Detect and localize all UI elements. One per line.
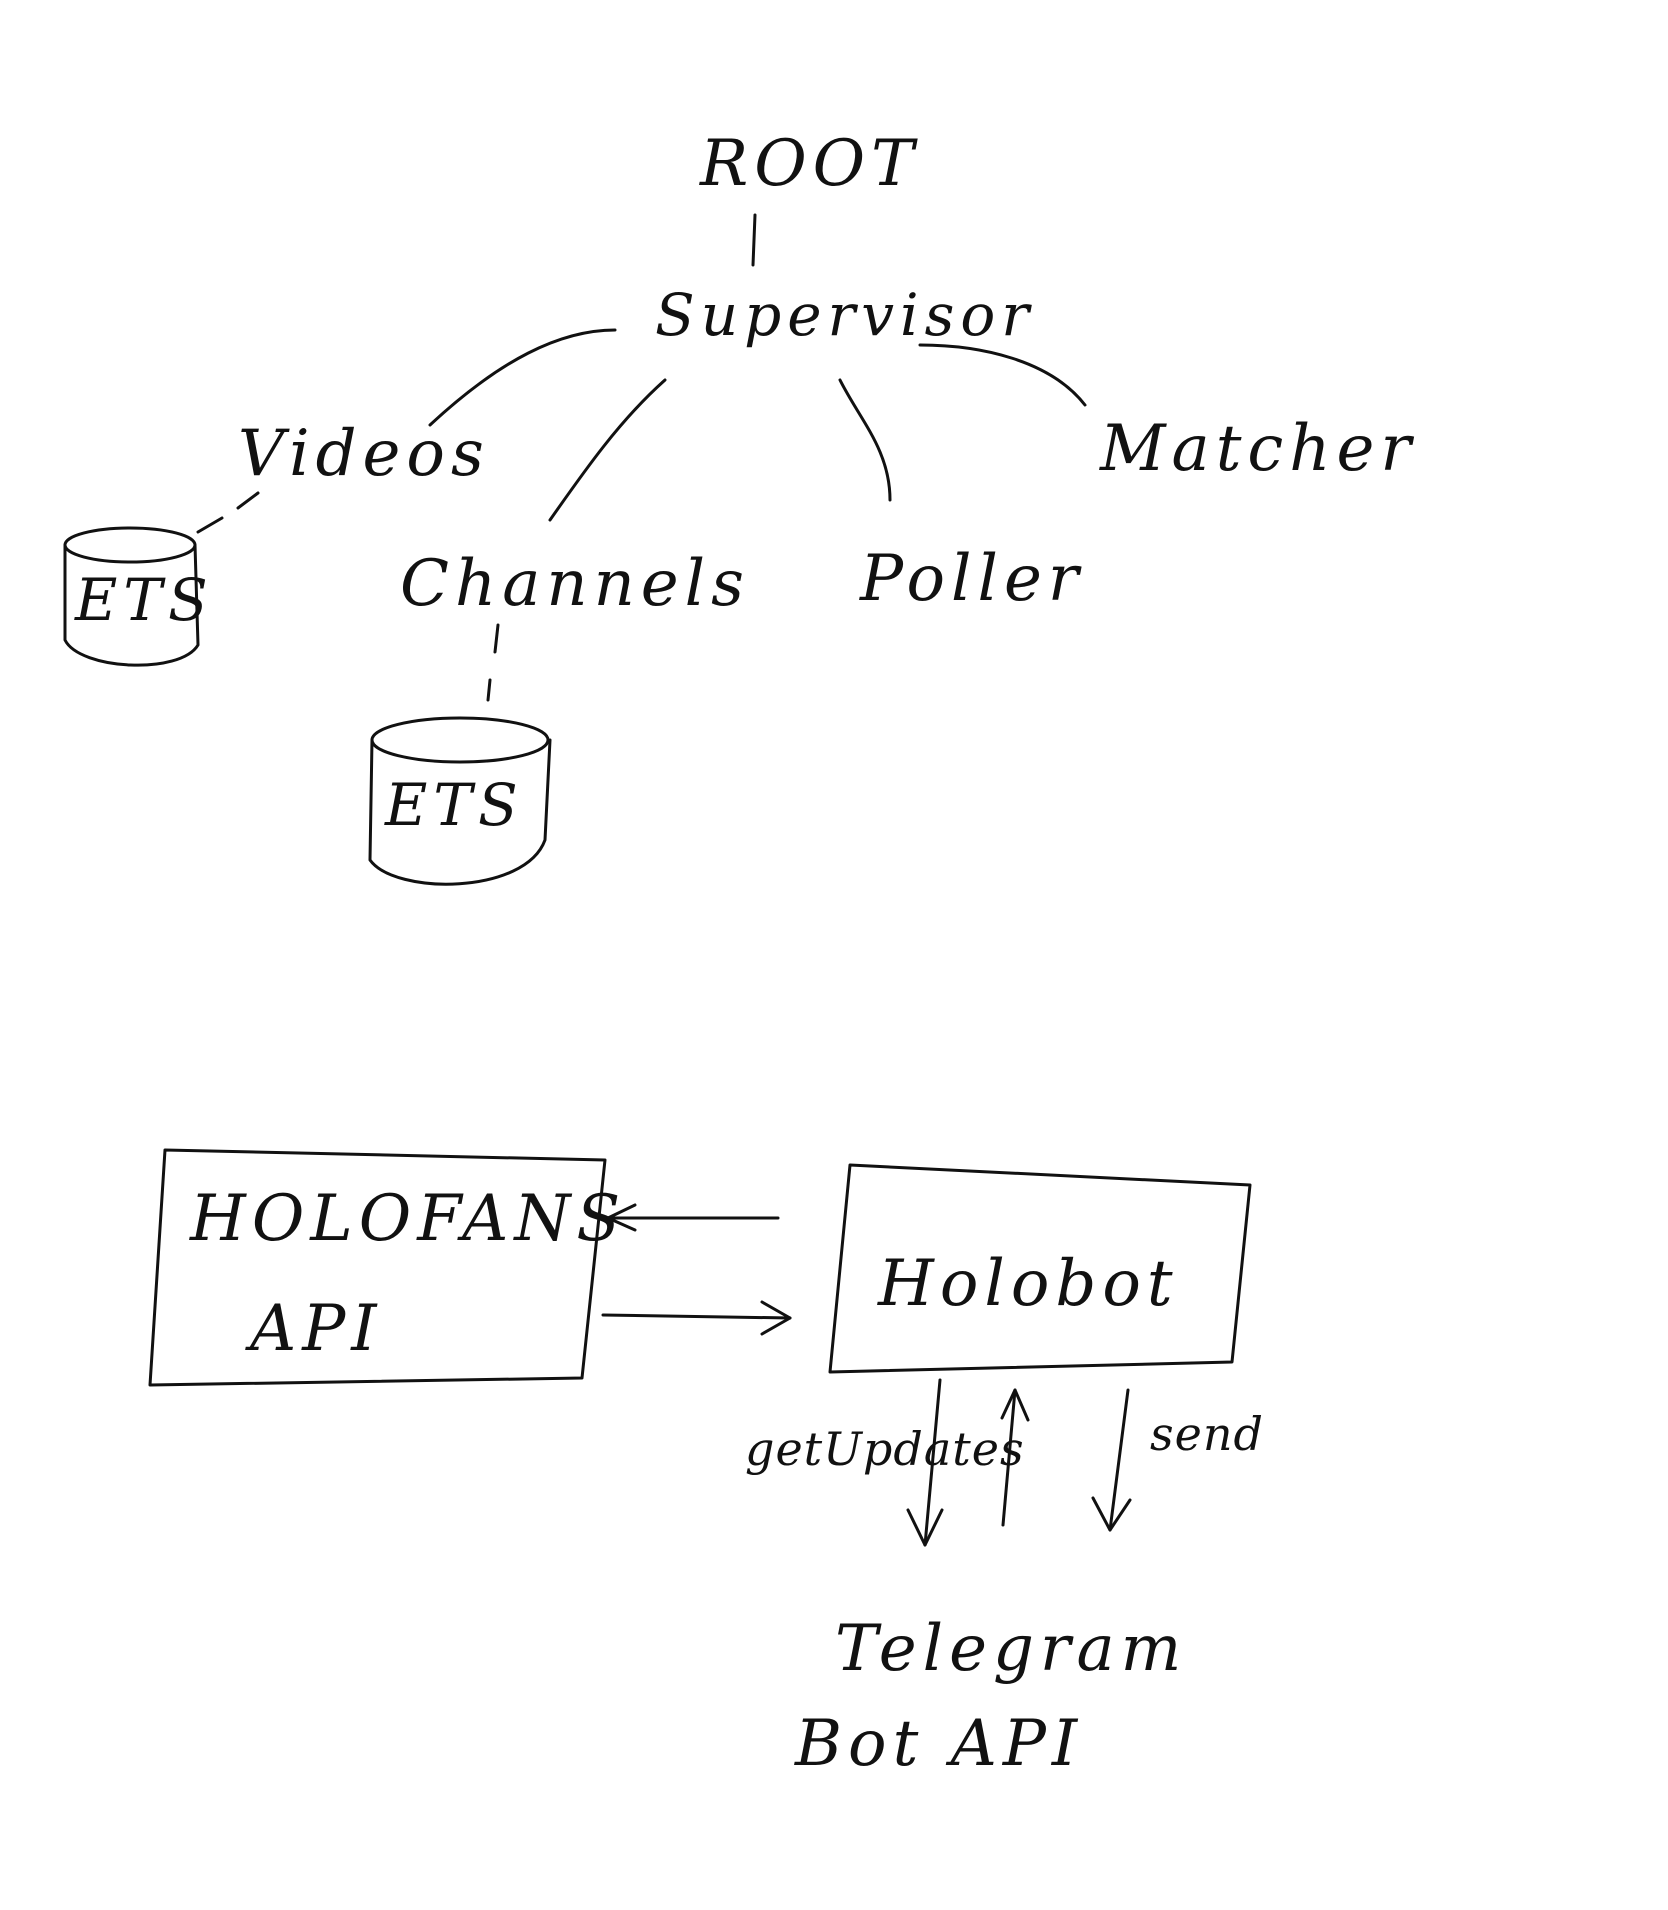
holobot-box: Holobot xyxy=(828,1163,1252,1374)
edge-supervisor-videos xyxy=(428,328,617,427)
holofans-label-line1: HOLOFANS xyxy=(189,1182,626,1256)
arrow-holofans-to-holobot-head xyxy=(760,1300,792,1336)
channels-node: Channels xyxy=(400,547,750,621)
arrow-holofans-to-holobot xyxy=(601,1313,792,1320)
telegram-label-line1: Telegram xyxy=(835,1612,1187,1686)
arrow-getupdates-down-head xyxy=(906,1508,944,1547)
arrow-response-up-head xyxy=(1000,1388,1030,1422)
matcher-node: Matcher xyxy=(1099,412,1417,486)
channels-ets-cylinder: ETS xyxy=(368,716,552,886)
channels-ets-label: ETS xyxy=(384,771,524,839)
arrow-getupdates-down xyxy=(923,1378,942,1547)
arrow-send-down xyxy=(1108,1388,1130,1532)
root-label: ROOT xyxy=(699,127,920,201)
telegram-label-line2: Bot API xyxy=(794,1707,1083,1781)
channels-ets-dash-1 xyxy=(493,623,500,654)
holofans-api-box: HOLOFANS API xyxy=(148,1148,626,1387)
arrow-holobot-to-holofans-head xyxy=(606,1203,637,1232)
getupdates-label: getUpdates xyxy=(745,1422,1025,1476)
root-supervisor-edge xyxy=(751,213,757,267)
videos-ets-dash-2 xyxy=(196,516,224,534)
supervisor-label: Supervisor xyxy=(655,281,1035,349)
poller-node: Poller xyxy=(859,542,1084,616)
arrow-send-down-head xyxy=(1091,1496,1132,1532)
arrow-response-up xyxy=(1001,1388,1017,1527)
edge-supervisor-poller xyxy=(838,378,892,502)
edge-supervisor-matcher xyxy=(918,343,1087,407)
holobot-label: Holobot xyxy=(877,1247,1179,1321)
edge-supervisor-channels xyxy=(548,378,667,522)
videos-node: Videos xyxy=(238,417,490,491)
videos-ets-label: ETS xyxy=(74,566,214,634)
videos-ets-cylinder: ETS xyxy=(63,526,214,667)
holofans-label-line2: API xyxy=(245,1292,383,1366)
send-label: send xyxy=(1150,1407,1264,1461)
videos-ets-dash-1 xyxy=(236,491,260,510)
channels-ets-dash-2 xyxy=(486,678,492,702)
